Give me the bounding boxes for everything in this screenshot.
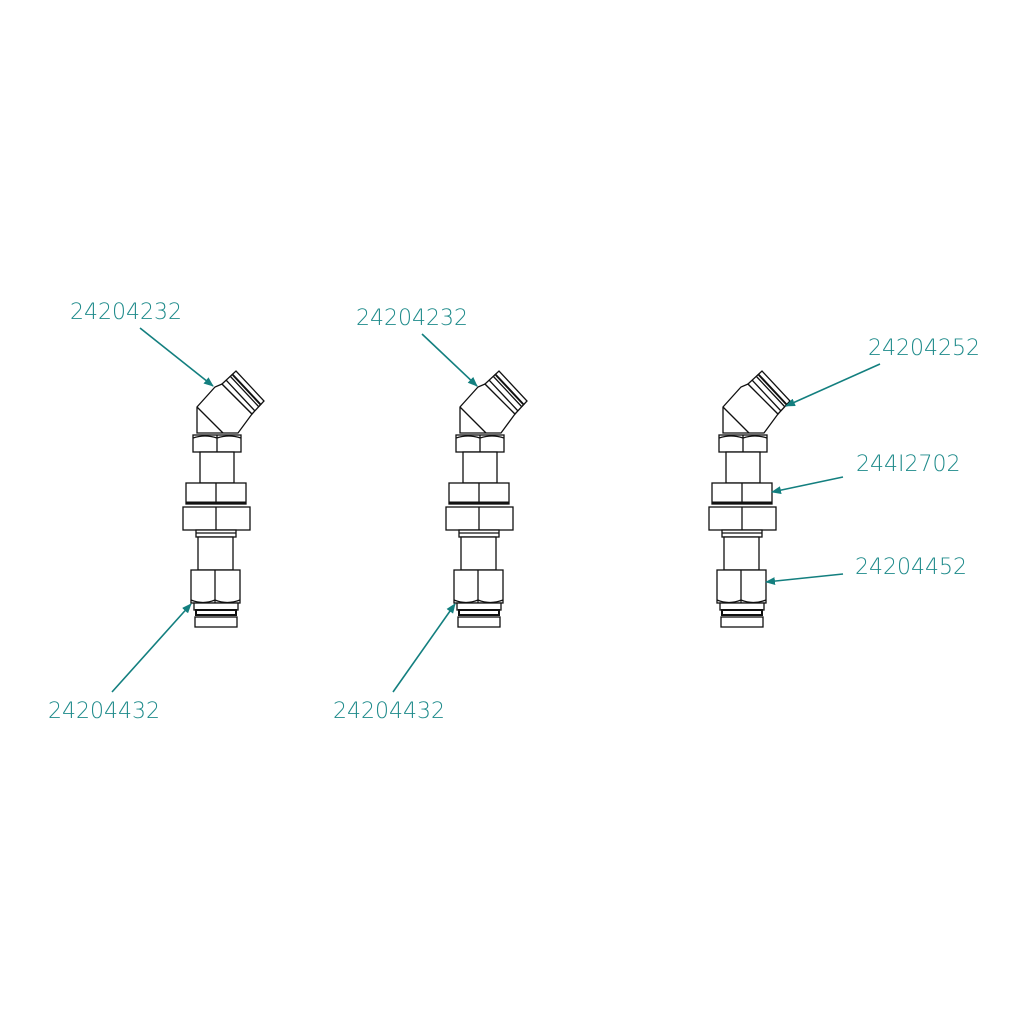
callout-label-connector-1: 24204432 xyxy=(48,699,160,724)
leader-arrow xyxy=(765,573,844,586)
callout-label-elbow-2: 24204232 xyxy=(356,306,468,331)
callout-label-elbow-3: 24204252 xyxy=(868,336,980,361)
leader-arrow xyxy=(392,603,456,693)
leader-arrow xyxy=(771,476,844,495)
callout-label-connector-3: 24204452 xyxy=(855,555,967,580)
callout-label-elbow-1: 24204232 xyxy=(70,300,182,325)
leader-arrow xyxy=(421,333,478,387)
leader-arrow xyxy=(785,363,881,407)
leader-arrow xyxy=(111,603,192,693)
fitting-assembly-2 xyxy=(444,369,529,629)
callout-label-connector-2: 24204432 xyxy=(333,699,445,724)
leader-arrow xyxy=(139,327,214,387)
fitting-assembly-3 xyxy=(707,369,792,629)
fitting-assembly-1 xyxy=(181,369,266,629)
callout-label-nut-3: 244I2702 xyxy=(856,452,960,477)
